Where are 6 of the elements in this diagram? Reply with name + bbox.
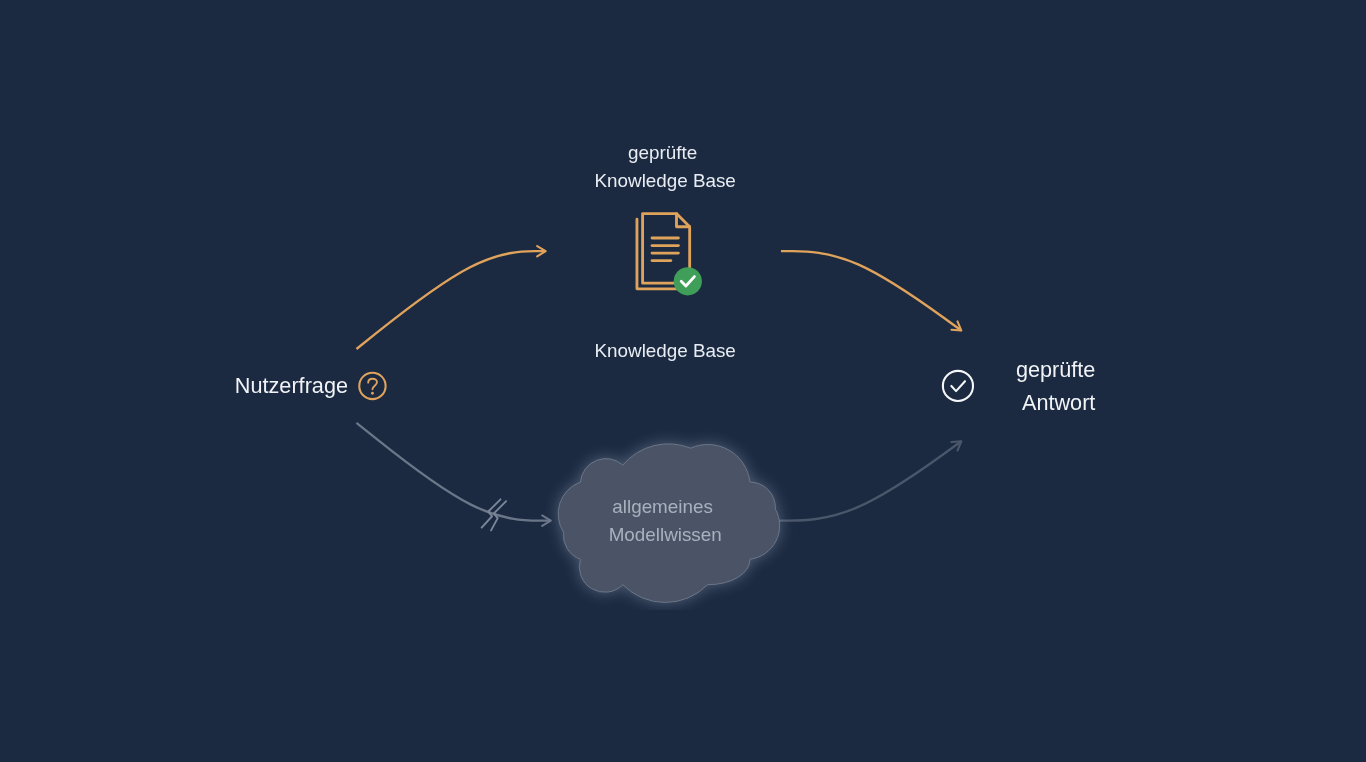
arrow <box>355 245 547 350</box>
arrow <box>781 250 963 332</box>
node-text: geprüfte Knowledge Base Knowledge Base <box>594 142 736 361</box>
node-text: geprüfte Antwort <box>1015 357 1096 415</box>
arrow <box>355 421 552 527</box>
node-text: Nutzerfrage <box>234 373 348 398</box>
